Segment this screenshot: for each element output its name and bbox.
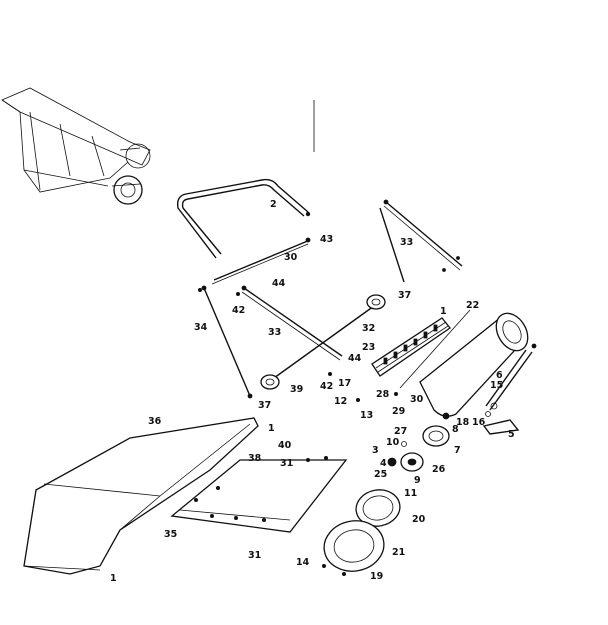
part-1-upper-rod — [379, 207, 405, 283]
part-15-16-hardware — [485, 402, 498, 417]
part-5-lever — [482, 419, 520, 435]
part-31-panel — [170, 455, 348, 533]
callout-6: 6 — [496, 370, 503, 381]
callout-14: 14 — [296, 557, 310, 568]
callout-31-b: 31 — [248, 550, 261, 561]
callout-19: 19 — [370, 571, 383, 582]
callout-26: 26 — [432, 464, 446, 475]
callout-42-b: 42 — [320, 381, 333, 392]
callout-34: 34 — [194, 322, 208, 333]
callout-4: 4 — [380, 458, 387, 469]
callout-18: 18 — [456, 417, 470, 428]
callout-44-a: 44 — [272, 278, 286, 289]
callout-12: 12 — [334, 396, 347, 407]
callout-40: 40 — [278, 440, 292, 451]
callout-37-b: 37 — [258, 400, 271, 411]
callout-20: 20 — [412, 514, 426, 525]
part-30-rod — [211, 237, 311, 285]
part-33-middle-rod — [241, 285, 343, 361]
callout-25: 25 — [374, 469, 387, 480]
callout-29: 29 — [392, 406, 405, 417]
callout-8: 8 — [452, 424, 459, 435]
part-10-washer — [401, 441, 407, 447]
callout-17: 17 — [338, 378, 351, 389]
callout-42-a: 42 — [232, 305, 245, 316]
callout-44-b: 44 — [348, 353, 362, 364]
callout-2: 2 — [270, 199, 277, 210]
callout-23: 23 — [362, 342, 375, 353]
callout-15: 15 — [490, 380, 503, 391]
part-33-upper-rod — [383, 199, 463, 272]
callout-35: 35 — [164, 529, 177, 540]
callout-1-b: 1 — [268, 423, 275, 434]
part-37-wheel-upper — [366, 294, 386, 310]
callout-labels: 2 43 30 33 44 42 34 33 37 32 22 1 23 44 … — [110, 199, 515, 584]
callout-43: 43 — [320, 234, 333, 245]
callout-1-a: 1 — [440, 306, 447, 317]
part-34-rod — [201, 285, 253, 399]
callout-7: 7 — [454, 445, 461, 456]
part-2-handle — [176, 178, 311, 259]
callout-13: 13 — [360, 410, 373, 421]
part-6-link-arm — [485, 343, 537, 411]
part-21-tire — [323, 520, 385, 572]
callout-30-a: 30 — [284, 252, 298, 263]
callout-11: 11 — [404, 488, 417, 499]
callout-33-b: 33 — [268, 327, 281, 338]
part-25-washer — [387, 457, 397, 467]
part-26-pinion — [400, 452, 424, 472]
assembled-sweeper-thumbnail — [1, 87, 151, 205]
callout-9: 9 — [414, 475, 421, 486]
part-32-axle — [273, 305, 375, 379]
callout-3: 3 — [372, 445, 379, 456]
callout-33-a: 33 — [400, 237, 413, 248]
callout-1-c: 1 — [110, 573, 117, 584]
part-23-brush — [371, 317, 451, 377]
part-22-sweeper-housing — [399, 309, 529, 417]
callout-31-a: 31 — [280, 458, 293, 469]
callout-28: 28 — [376, 389, 390, 400]
callout-30-b: 30 — [410, 394, 424, 405]
callout-37-a: 37 — [398, 290, 411, 301]
callout-39: 39 — [290, 384, 303, 395]
callout-10: 10 — [386, 437, 400, 448]
callout-16: 16 — [472, 417, 486, 428]
callout-36: 36 — [148, 416, 162, 427]
part-7-gear — [422, 425, 450, 447]
part-8-bushing — [442, 412, 450, 420]
part-20-wheel-ring — [355, 489, 401, 527]
callout-22: 22 — [466, 300, 479, 311]
callout-32: 32 — [362, 323, 375, 334]
callout-5: 5 — [508, 429, 515, 440]
callout-27: 27 — [394, 426, 407, 437]
part-36-hopper-bag — [23, 417, 259, 575]
hardware-dots — [197, 287, 398, 577]
callout-38: 38 — [248, 453, 262, 464]
callout-21: 21 — [392, 547, 405, 558]
part-37-wheel-lower — [260, 374, 280, 390]
